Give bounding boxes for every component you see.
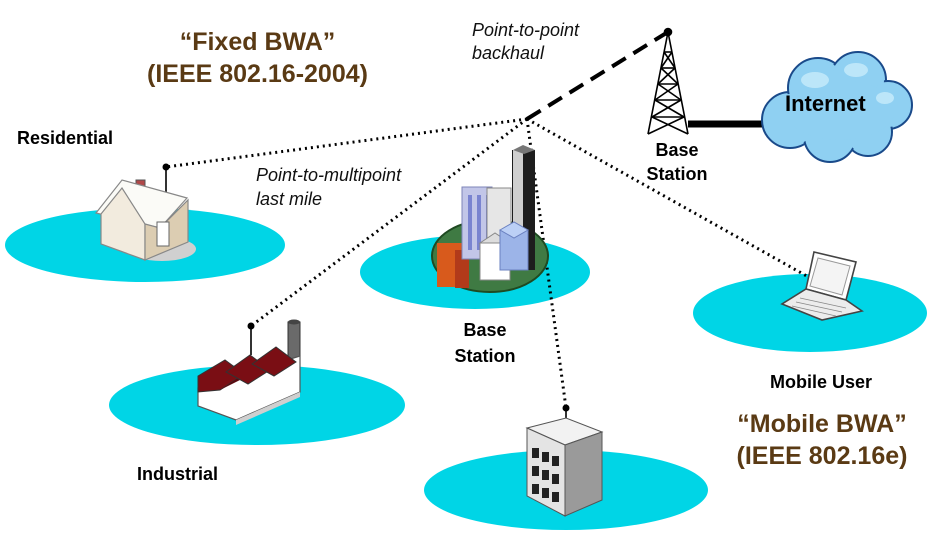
ptp-label-line1: Point-to-point [472, 20, 580, 40]
tower-label-line2: Station [646, 164, 708, 184]
mobile-bwa-standard: (IEEE 802.16e) [736, 442, 908, 470]
ptmp-label-line2: last mile [256, 189, 323, 209]
residential-label: Residential [17, 128, 114, 148]
tower-label-line1: Base [655, 140, 699, 160]
mobile-bwa-title: “Mobile BWA” [737, 410, 907, 438]
laptop-icon [780, 251, 864, 321]
internet-label: Internet [785, 91, 866, 116]
ptmp-label-line1: Point-to-multipoint [256, 165, 402, 185]
base-station-label-line2: Station [454, 346, 516, 366]
base-station-label-line1: Base [463, 320, 507, 340]
house-icon [94, 163, 196, 261]
fixed-bwa-standard: (IEEE 802.16-2004) [147, 60, 368, 88]
fixed-bwa-title: “Fixed BWA” [179, 28, 336, 56]
ptp-label-line2: backhaul [472, 43, 545, 63]
cloud-highlights [801, 63, 894, 104]
tower-icon [647, 27, 689, 135]
factory-icon [197, 319, 301, 425]
office-building-icon [525, 404, 604, 517]
industrial-label: Industrial [137, 464, 219, 484]
backhaul-link [525, 30, 670, 121]
city-icon [431, 145, 549, 293]
link-laptop [526, 117, 813, 281]
cloud-fill [764, 54, 910, 160]
mobile-user-label: Mobile User [769, 372, 873, 392]
link-residential [165, 117, 528, 169]
